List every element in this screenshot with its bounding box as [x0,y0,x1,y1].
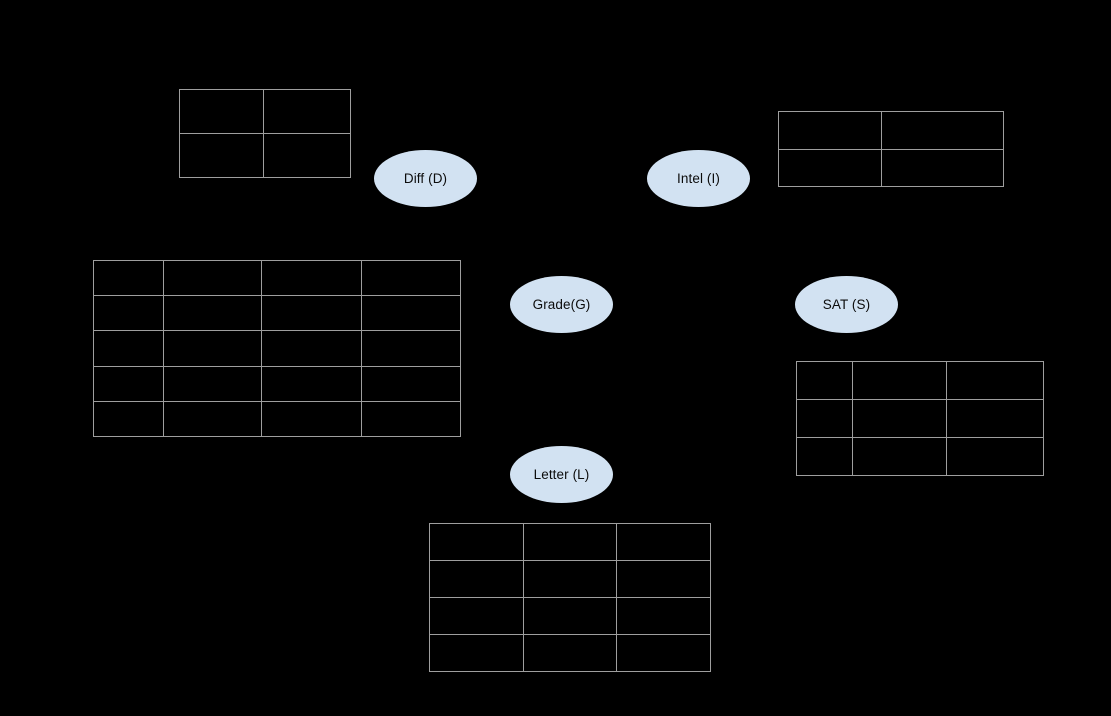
cpt-sat [796,361,1044,476]
table-row [429,560,711,598]
table-cell [778,111,882,150]
table-row [93,295,461,332]
table-cell [261,400,362,437]
table-cell [361,400,461,437]
table-cell [261,365,362,402]
table-cell [946,361,1044,400]
table-cell [616,597,711,635]
node-l[interactable]: Letter (L) [510,446,613,503]
table-cell [429,523,524,561]
table-cell [881,148,1004,187]
node-d[interactable]: Diff (D) [374,150,477,207]
table-cell [946,437,1044,476]
table-cell [93,365,164,402]
table-cell [616,523,711,561]
node-label: Intel (I) [677,170,720,186]
node-label: Letter (L) [533,466,590,482]
table-cell [852,437,947,476]
cpt-grade [93,259,461,437]
cpt-intel [778,111,1004,187]
table-cell [93,400,164,437]
table-cell [261,259,362,297]
table-row [179,89,351,134]
table-cell [523,523,617,561]
table-cell [778,148,882,187]
table-row [796,361,1044,400]
table-row [778,111,1004,150]
table-cell [263,133,351,178]
table-cell [179,89,264,134]
table-cell [163,365,262,402]
table-cell [523,634,617,672]
node-s[interactable]: SAT (S) [795,276,898,333]
node-i[interactable]: Intel (I) [647,150,750,207]
table-cell [429,597,524,635]
table-cell [881,111,1004,150]
table-cell [616,560,711,598]
table-row [429,597,711,635]
table-row [429,634,711,672]
cpt-diff [179,89,351,178]
table-cell [796,437,853,476]
table-cell [361,259,461,297]
table-cell [179,133,264,178]
table-row [93,330,461,367]
table-cell [429,560,524,598]
table-cell [163,330,262,367]
table-row [778,148,1004,187]
table-cell [361,330,461,367]
table-cell [852,361,947,400]
node-label: SAT (S) [822,296,871,312]
table-row [93,400,461,437]
table-cell [616,634,711,672]
table-cell [93,295,164,332]
table-row [93,365,461,402]
table-cell [361,365,461,402]
table-cell [852,399,947,438]
table-cell [523,597,617,635]
table-cell [261,330,362,367]
node-label: Grade(G) [532,296,591,312]
table-cell [796,399,853,438]
table-row [796,437,1044,476]
table-cell [93,259,164,297]
table-cell [523,560,617,598]
node-g[interactable]: Grade(G) [510,276,613,333]
cpt-letter [429,523,711,672]
table-row [429,523,711,561]
table-cell [361,295,461,332]
table-cell [796,361,853,400]
table-row [179,133,351,178]
table-cell [163,295,262,332]
table-cell [163,259,262,297]
table-cell [946,399,1044,438]
table-cell [261,295,362,332]
node-label: Diff (D) [403,170,448,186]
table-row [796,399,1044,438]
table-row [93,259,461,297]
table-cell [263,89,351,134]
table-cell [93,330,164,367]
table-cell [429,634,524,672]
table-cell [163,400,262,437]
